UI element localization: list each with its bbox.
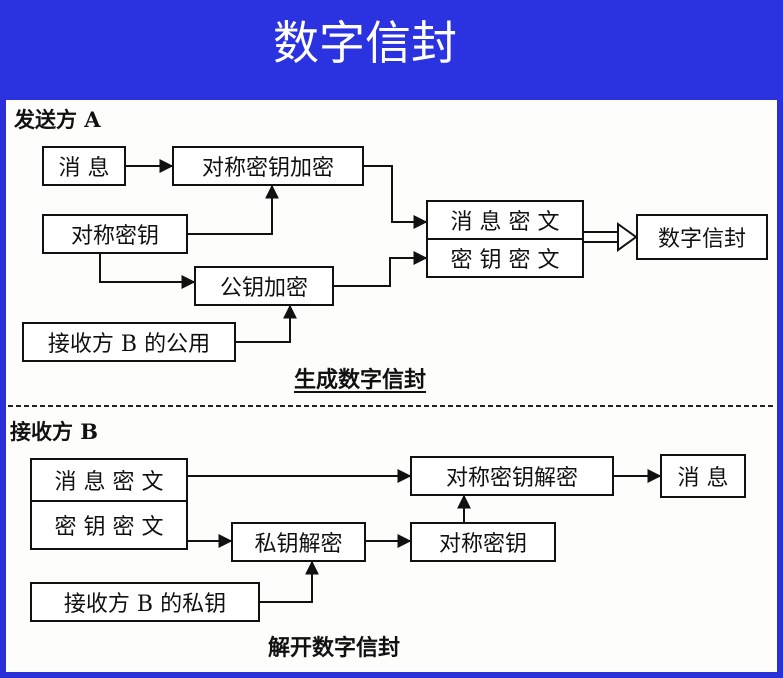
- symmetric-encrypt-box: 对称密钥加密: [172, 146, 364, 186]
- arrow-key-to-encrypt: [188, 184, 279, 235]
- receiver-label: 接收方 B: [10, 419, 99, 444]
- arrow-pubencrypt-to-cipherkey: [334, 251, 428, 287]
- key-ciphertext-box: 密 钥 密 文: [426, 238, 584, 278]
- arrow-encrypt-to-cipher: [364, 165, 428, 229]
- generate-envelope-caption: 生成数字信封: [294, 367, 427, 393]
- arrow-pubkey-to-pubencrypt: [236, 304, 297, 343]
- receiver-key-ciphertext-box: 密 钥 密 文: [30, 500, 188, 550]
- digital-envelope-box: 数字信封: [636, 214, 768, 260]
- sender-symmetric-key-box: 对称密钥: [42, 214, 188, 254]
- open-envelope-caption: 解开数字信封: [268, 635, 401, 661]
- receiver-public-key-box: 接收方 B 的公用: [22, 322, 236, 362]
- title-banner: 数字信封: [0, 0, 783, 100]
- public-key-encrypt-box: 公钥加密: [194, 266, 334, 306]
- receiver-message-ciphertext-box: 消 息 密 文: [30, 458, 188, 502]
- symmetric-decrypt-box: 对称密钥解密: [410, 456, 614, 496]
- message-ciphertext-box: 消 息 密 文: [426, 200, 584, 240]
- double-arrow-head: [617, 222, 638, 252]
- sender-message-box: 消 息: [42, 146, 126, 186]
- private-key-decrypt-box: 私钥解密: [231, 522, 366, 562]
- arrow-key-to-pubencrypt: [99, 252, 196, 289]
- arrow-privkey-to-privdecrypt: [260, 560, 319, 603]
- slide-title: 数字信封: [273, 16, 457, 70]
- receiver-message-box: 消 息: [660, 454, 746, 498]
- receiver-symmetric-key-box: 对称密钥: [410, 522, 556, 562]
- sender-label: 发送方 A: [14, 107, 101, 132]
- receiver-private-key-box: 接收方 B 的私钥: [30, 582, 260, 622]
